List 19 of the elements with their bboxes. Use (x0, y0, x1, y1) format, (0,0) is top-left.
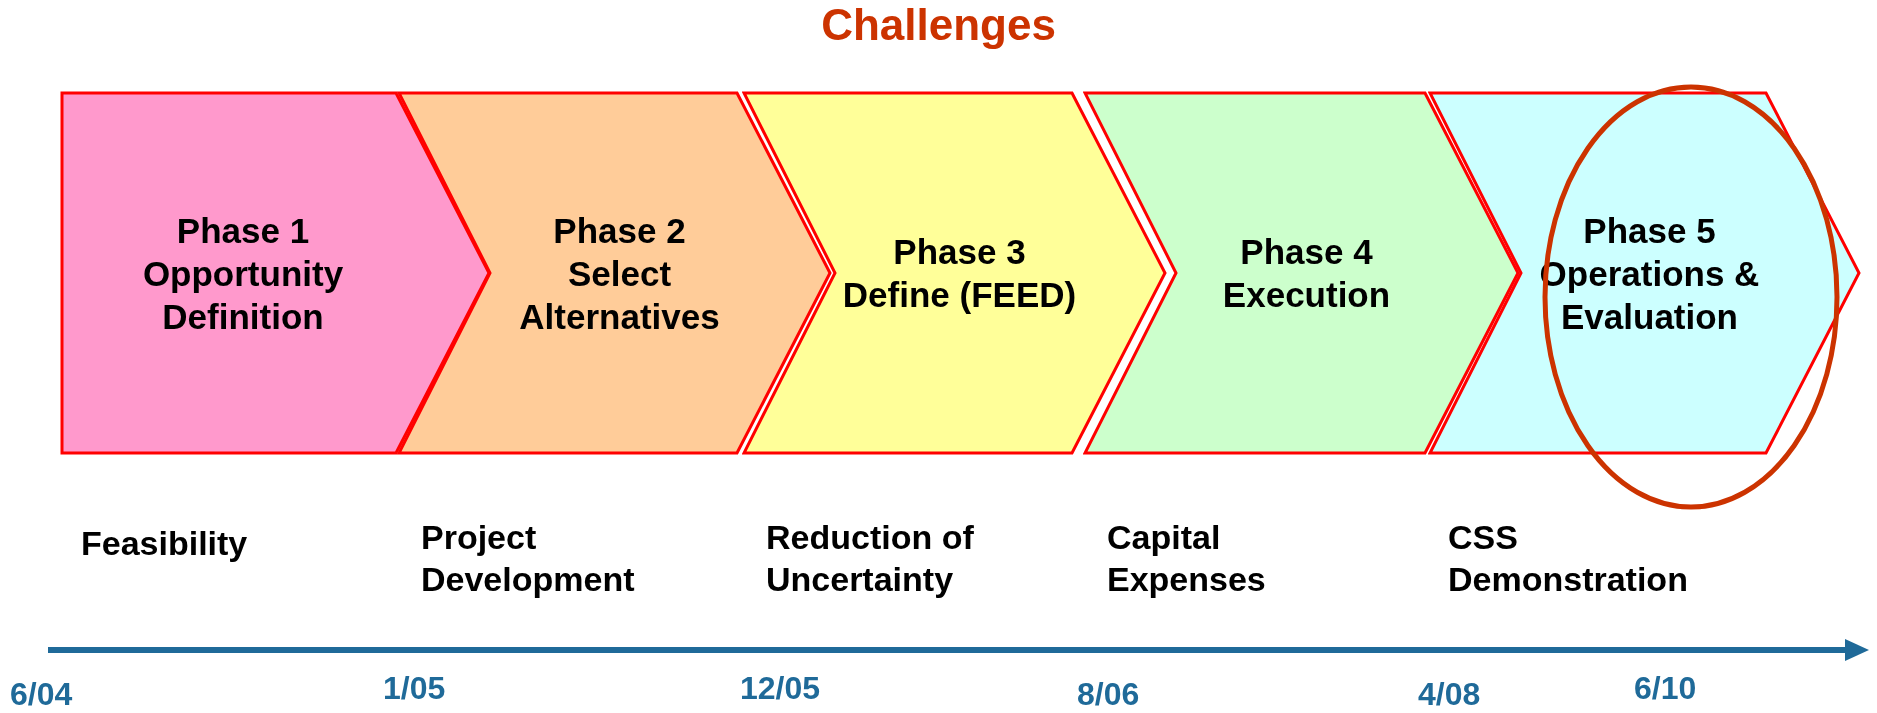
phase-label: CSS Demonstration (1448, 517, 1689, 600)
date-label: 4/08 (1418, 676, 1481, 713)
date-label: 12/05 (740, 670, 821, 707)
date-label: 6/10 (1634, 670, 1697, 707)
phase-label: Feasibility (81, 523, 249, 564)
date-label: 1/05 (383, 670, 446, 707)
phase-heading: Phase 2 (553, 209, 686, 252)
date-label: 8/06 (1077, 676, 1140, 713)
phase-label: Capital Expenses (1107, 517, 1267, 600)
phase-name: Define (FEED) (842, 274, 1077, 316)
phase-heading: Phase 5 (1583, 209, 1716, 252)
phase-name: Execution (1222, 274, 1391, 316)
phase-name: Select Alternatives (518, 252, 721, 338)
phase-heading: Phase 4 (1240, 231, 1373, 273)
phase-heading: Phase 3 (893, 231, 1026, 273)
phase-label: Reduction of Uncertainty (766, 517, 975, 600)
phase-label: Project Development (421, 517, 636, 600)
date-label: 6/04 (10, 676, 73, 713)
title: Challenges (820, 0, 1057, 50)
